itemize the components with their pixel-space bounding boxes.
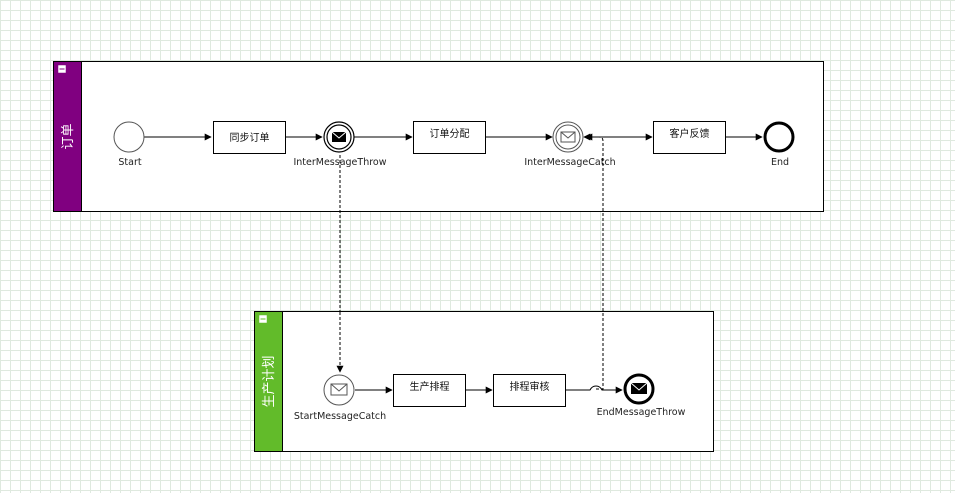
start-event[interactable]: [113, 121, 145, 153]
pool-production-collapse-button[interactable]: [259, 315, 267, 323]
task-schedule-review[interactable]: 排程审核: [493, 374, 566, 407]
pool-order-header[interactable]: [53, 61, 82, 212]
message-flow-end-throw-to-catch[interactable]: [585, 133, 604, 390]
start-event-label: Start: [118, 157, 141, 168]
inter-message-catch-label: InterMessageCatch: [524, 157, 615, 168]
task-customer-feedback-label: 客户反馈: [670, 127, 710, 140]
production-sequence-flows: [355, 385, 623, 394]
end-message-throw-event[interactable]: [623, 373, 655, 405]
flow-review-to-end-throw[interactable]: [565, 385, 623, 394]
pool-production-title: 生产计划: [262, 355, 277, 407]
pool-order-collapse-button[interactable]: [58, 65, 66, 73]
envelope-icon: [560, 131, 576, 143]
task-schedule-review-label: 排程审核: [510, 380, 550, 393]
task-sync-order[interactable]: 同步订单: [213, 121, 286, 154]
envelope-filled-icon: [331, 131, 347, 142]
start-message-catch-event[interactable]: [323, 374, 355, 406]
end-event-label: End: [771, 157, 789, 168]
start-message-catch-label: StartMessageCatch: [294, 411, 386, 422]
message-flow-end-throw-to-catch-inner: [596, 312, 604, 390]
task-order-assign[interactable]: 订单分配: [413, 121, 486, 154]
task-order-assign-label: 订单分配: [430, 128, 470, 140]
inter-message-catch-event[interactable]: [552, 121, 584, 153]
end-message-throw-label: EndMessageThrow: [597, 407, 686, 418]
task-production-schedule-label: 生产排程: [410, 380, 450, 393]
task-sync-order-label: 同步订单: [230, 132, 270, 144]
inter-message-throw-event[interactable]: [323, 121, 355, 153]
task-production-schedule[interactable]: 生产排程: [393, 374, 466, 407]
task-customer-feedback[interactable]: 客户反馈: [653, 121, 726, 154]
envelope-filled-icon: [630, 382, 648, 394]
end-event[interactable]: [763, 121, 795, 153]
envelope-icon: [330, 383, 348, 396]
pool-order-title: 订单: [61, 123, 76, 149]
pool-production-header[interactable]: [254, 311, 283, 452]
